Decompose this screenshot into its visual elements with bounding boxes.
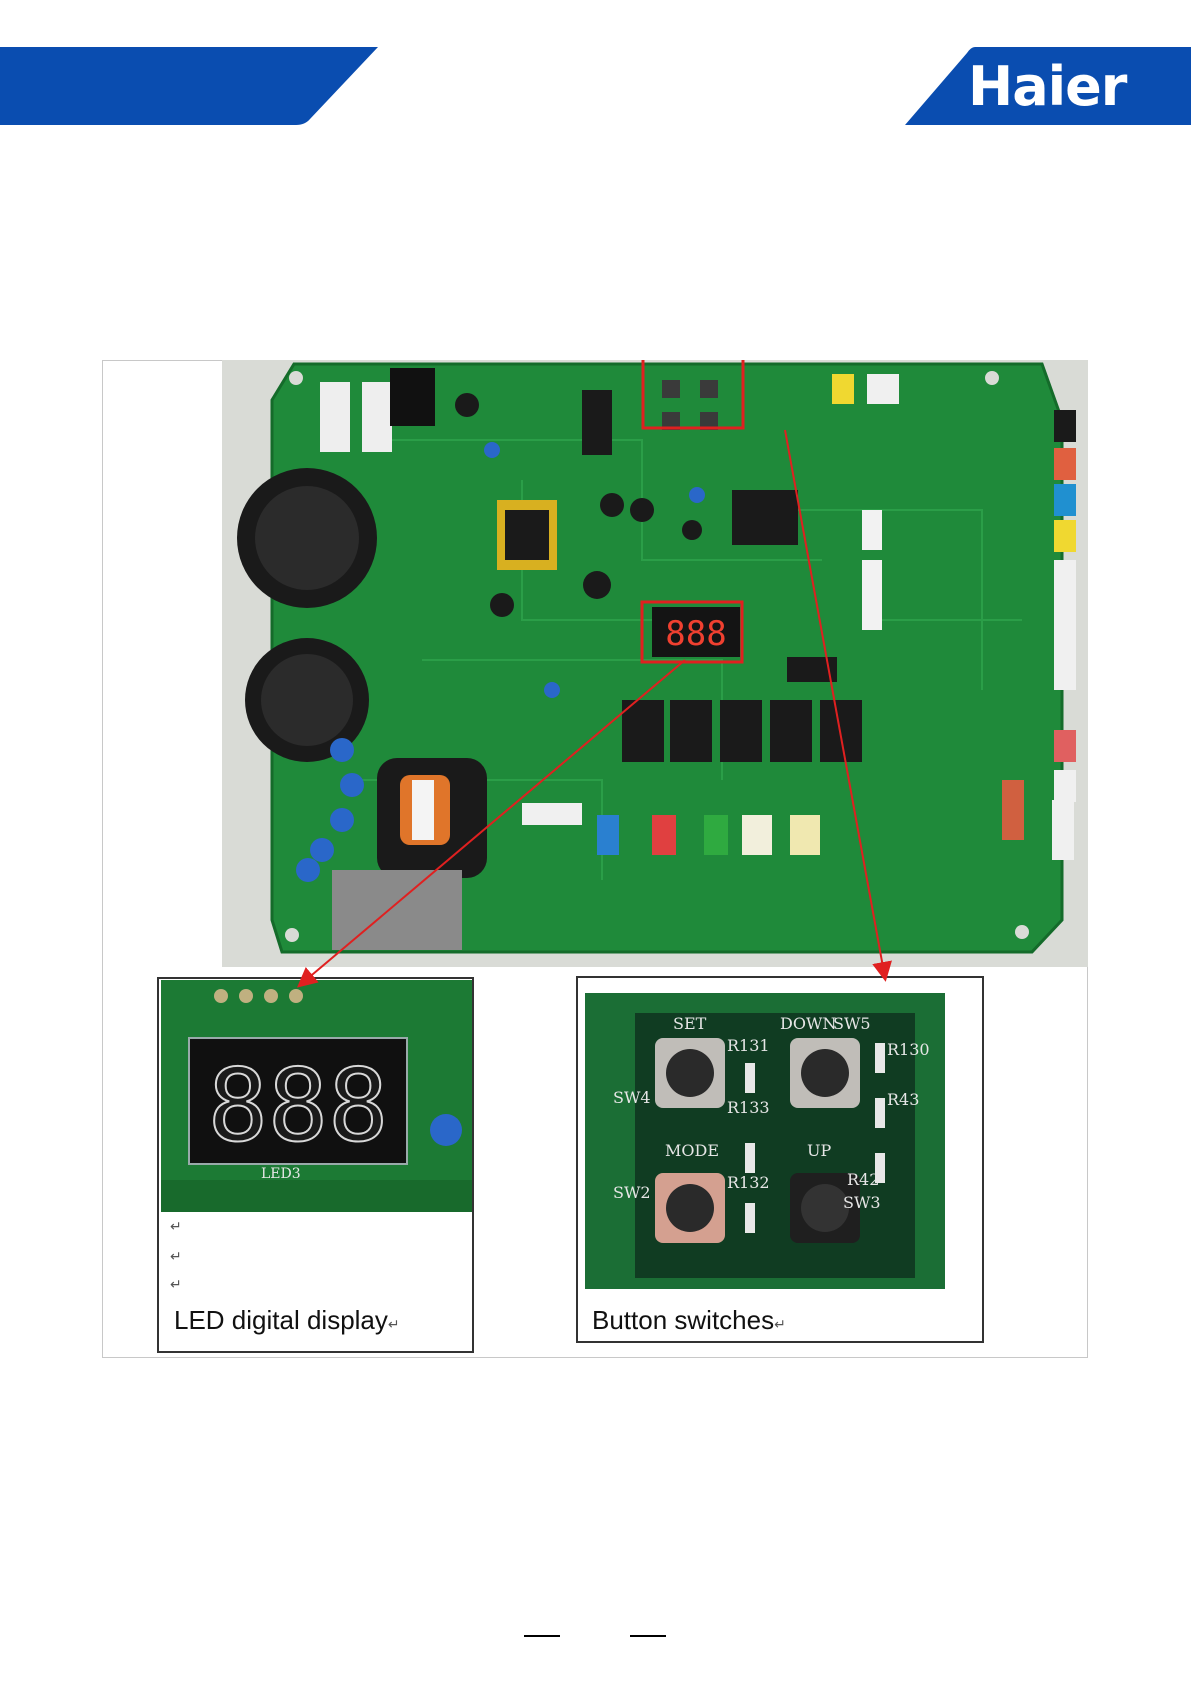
return-mark: ↵ [170,1218,182,1235]
up-button-label: UP [807,1141,831,1160]
mode-button-label: MODE [665,1141,719,1160]
r132-label: R132 [727,1173,770,1192]
led-caption: LED digital display↵ [174,1305,400,1336]
sw3-label: SW3 [843,1193,881,1212]
sw5-label: SW5 [833,1014,871,1033]
header-banner-left [0,47,378,125]
r131-label: R131 [727,1036,770,1055]
led-display-closeup: 888 LED3 [161,980,472,1212]
brand-logo: Haier [968,55,1126,119]
button-switches-closeup: SET DOWN MODE UP SW5 SW4 SW2 SW3 R131 R1… [585,993,945,1289]
r43-label: R43 [887,1090,919,1109]
led-inset-digits: 888 [208,1047,389,1164]
page-mark-right [630,1635,666,1637]
board-led-digits: 888 [665,614,726,654]
set-button-label: SET [673,1014,707,1033]
control-board-photo: 888 [222,360,1088,967]
button-caption: Button switches↵ [592,1305,786,1336]
led-silk-label: LED3 [261,1166,301,1182]
r130-label: R130 [887,1040,930,1059]
sw4-label: SW4 [613,1088,651,1107]
sw2-label: SW2 [613,1183,651,1202]
page-mark-left [524,1635,560,1637]
down-button-label: DOWN [780,1014,836,1033]
return-mark: ↵ [170,1248,182,1265]
r133-label: R133 [727,1098,770,1117]
r42-label: R42 [847,1170,879,1189]
return-mark: ↵ [170,1276,182,1293]
